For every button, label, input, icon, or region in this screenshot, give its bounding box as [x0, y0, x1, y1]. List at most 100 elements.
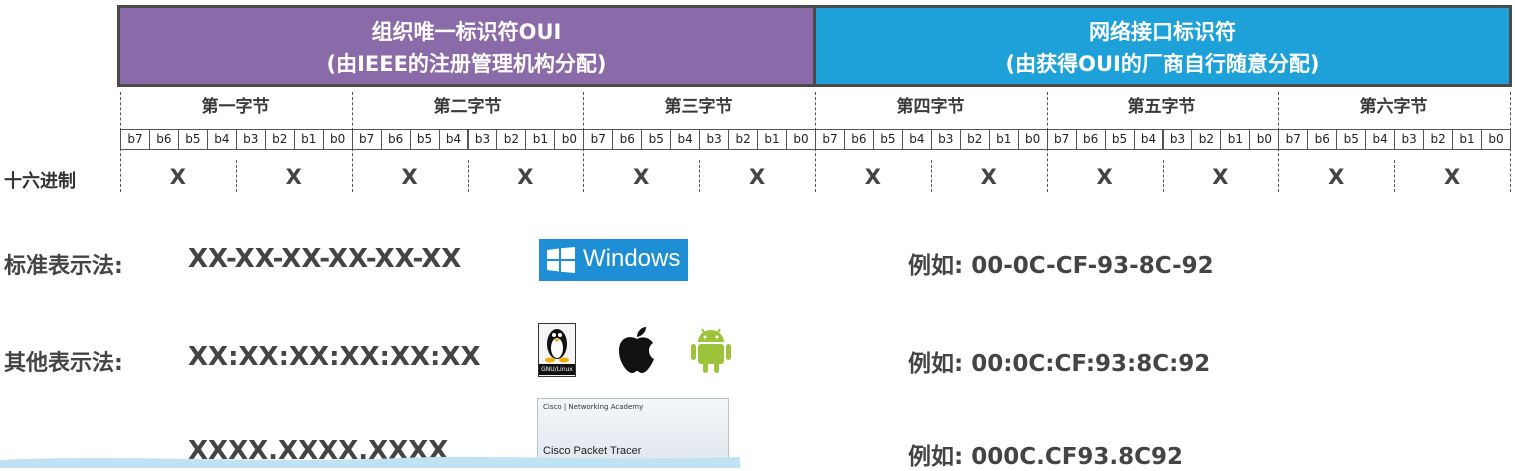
nibble-divider: [1394, 160, 1396, 192]
decorative-wave: [0, 456, 740, 468]
bit-cell: b1: [757, 129, 788, 150]
bit-cell: b4: [901, 129, 932, 150]
bit-cell: b6: [1075, 129, 1106, 150]
nic-subtitle: (由获得OUI的厂商自行随意分配): [1005, 52, 1320, 76]
hex-digit: X: [748, 165, 766, 189]
bit-cell: b6: [1307, 129, 1338, 150]
nibble-divider: [467, 160, 469, 192]
hex-digit: X: [1212, 165, 1229, 189]
bit-cell: b6: [380, 129, 411, 150]
bit-cell: b3: [1394, 129, 1425, 150]
bit-cell: b3: [235, 129, 266, 150]
byte-divider: [583, 92, 585, 192]
standard-format-label: 标准表示法:: [4, 254, 123, 279]
bit-cell: b0: [1481, 129, 1511, 150]
byte-divider: [1510, 92, 1511, 192]
standard-format-example: 例如: 00-0C-CF-93-8C-92: [908, 253, 1214, 279]
cisco-packet-tracer-logo: Cisco | Networking Academy Cisco Packet …: [537, 398, 729, 468]
windows-flag-icon: [547, 247, 575, 273]
nibble-divider: [1162, 160, 1164, 192]
hex-row-label: 十六进制: [4, 171, 76, 192]
bit-cell: b4: [206, 129, 237, 150]
bit-cell: b4: [438, 129, 469, 150]
cisco-format-example: 例如: 000C.CF93.8C92: [908, 444, 1184, 470]
byte-label-3: 第三字节: [664, 97, 733, 117]
linux-caption: GNU/Linux: [539, 364, 575, 375]
bit-cell: b0: [554, 129, 585, 150]
bit-cell: b2: [1191, 129, 1222, 150]
android-icon: [691, 328, 731, 373]
byte-label-4: 第四字节: [896, 97, 965, 117]
bit-cell: b0: [1017, 129, 1048, 150]
bit-cell: b2: [728, 129, 759, 150]
bit-cell: b7: [351, 129, 382, 150]
byte-label-2: 第二字节: [433, 97, 502, 117]
bit-cell: b5: [872, 129, 903, 150]
other-format-label: 其他表示法:: [4, 351, 123, 376]
bit-cell: b7: [1278, 129, 1309, 150]
bit-cell: b1: [293, 129, 324, 150]
bit-cell: b7: [1046, 129, 1077, 150]
hex-digit: X: [1328, 165, 1345, 189]
cisco-academy-text: Cisco | Networking Academy: [543, 403, 644, 411]
windows-logo: Windows: [539, 239, 688, 281]
other-format-example: 例如: 00:0C:CF:93:8C:92: [908, 351, 1211, 377]
bit-cell: b5: [409, 129, 440, 150]
oui-subtitle: (由IEEE的注册管理机构分配): [326, 52, 607, 76]
hex-digit: X: [401, 165, 418, 189]
bit-cell: b3: [1162, 129, 1193, 150]
bit-cell: b3: [467, 129, 498, 150]
bit-cell: b2: [264, 129, 295, 150]
linux-tux-logo: GNU/Linux: [538, 323, 576, 377]
bit-cell: b3: [699, 129, 730, 150]
bit-cell: b6: [612, 129, 643, 150]
other-format-pattern: XX:XX:XX:XX:XX:XX: [188, 342, 481, 372]
bit-cell: b0: [786, 129, 816, 150]
bit-cell: b1: [1220, 129, 1251, 150]
byte-label-5: 第五字节: [1127, 97, 1196, 117]
byte-divider: [120, 92, 121, 192]
bit-cell: b7: [815, 129, 845, 150]
hex-digit: X: [517, 165, 534, 189]
hex-digit: X: [864, 165, 881, 189]
bit-cell: b4: [1133, 129, 1164, 150]
apple-icon: [619, 327, 654, 373]
bit-cell: b5: [641, 129, 672, 150]
hex-digit: X: [1096, 165, 1113, 189]
oui-header: 组织唯一标识符OUI (由IEEE的注册管理机构分配): [117, 5, 816, 87]
byte-divider: [1278, 92, 1280, 192]
bit-cell: b3: [930, 129, 961, 150]
bit-cell: b0: [1249, 129, 1280, 150]
bit-cell: b7: [120, 129, 150, 150]
bit-cell: b4: [670, 129, 701, 150]
nic-title: 网络接口标识符: [1089, 20, 1236, 44]
hex-digit: X: [1443, 165, 1461, 189]
nibble-divider: [699, 160, 701, 192]
tux-icon: [545, 329, 569, 363]
byte-divider: [815, 92, 816, 192]
bit-cell: b4: [1365, 129, 1396, 150]
bit-cell: b1: [988, 129, 1019, 150]
bit-cell: b0: [322, 129, 353, 150]
nic-header: 网络接口标识符 (由获得OUI的厂商自行随意分配): [816, 5, 1512, 87]
oui-title: 组织唯一标识符OUI: [371, 20, 562, 44]
bit-cell: b2: [496, 129, 527, 150]
byte-label-6: 第六字节: [1359, 97, 1428, 117]
nibble-divider: [930, 160, 932, 192]
bit-cell: b2: [1423, 129, 1454, 150]
bit-cell: b1: [1452, 129, 1483, 150]
nibble-divider: [235, 160, 237, 192]
byte-divider: [1046, 92, 1048, 192]
cisco-pt-title: Cisco Packet Tracer: [543, 445, 642, 457]
bit-cell: b5: [177, 129, 208, 150]
byte-label-1: 第一字节: [201, 97, 270, 117]
bit-cell: b5: [1336, 129, 1367, 150]
bit-cell: b5: [1104, 129, 1135, 150]
byte-divider: [351, 92, 353, 192]
bit-cell: b2: [959, 129, 990, 150]
bit-cell: b6: [843, 129, 874, 150]
hex-digit: X: [169, 165, 186, 189]
hex-digit: X: [980, 165, 997, 189]
hex-digit: X: [285, 165, 302, 189]
bit-cell: b1: [525, 129, 556, 150]
